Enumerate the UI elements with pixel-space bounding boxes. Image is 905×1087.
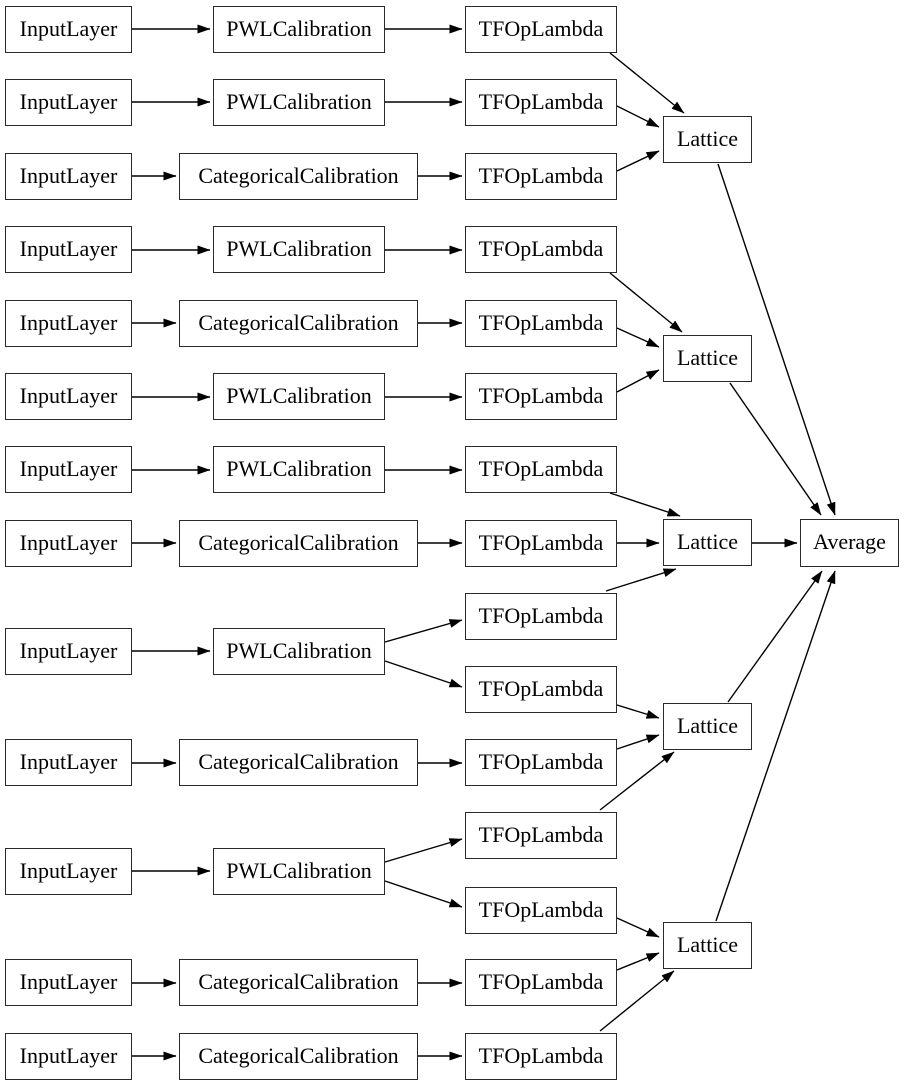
node-lattice-4: Lattice [663,703,752,750]
edge-pwl-7-to-tfop-12 [384,838,463,863]
node-tfop-8: TFOpLambda [465,520,617,567]
edge-tfop-13-to-lattice-5 [616,917,660,938]
edge-pwl-6-to-tfop-10 [384,660,463,688]
node-average: Average [800,519,899,567]
edge-lattice-1-to-average [717,163,836,516]
node-lattice-2: Lattice [663,335,752,382]
node-cat-5: CategoricalCalibration [179,959,418,1006]
node-input-13: InputLayer [5,1033,132,1080]
edge-tfop-12-to-lattice-4 [599,751,675,811]
edge-lattice-2-to-average [729,382,822,516]
node-pwl-2: PWLCalibration [213,79,385,126]
node-tfop-3: TFOpLambda [465,153,617,200]
node-lattice-1: Lattice [663,116,752,163]
node-tfop-15: TFOpLambda [465,1033,617,1080]
node-input-11: InputLayer [5,848,132,895]
edge-tfop-1-to-lattice-1 [609,52,685,114]
edge-tfop-15-to-lattice-5 [599,970,675,1032]
node-tfop-6: TFOpLambda [465,373,617,420]
node-input-12: InputLayer [5,959,132,1006]
node-tfop-2: TFOpLambda [465,79,617,126]
node-cat-4: CategoricalCalibration [179,739,418,786]
edge-tfop-7-to-lattice-3 [609,492,681,517]
node-pwl-7: PWLCalibration [213,848,385,895]
node-pwl-1: PWLCalibration [213,6,385,53]
edge-tfop-11-to-lattice-4 [616,734,660,750]
node-pwl-5: PWLCalibration [213,446,385,493]
edge-tfop-4-to-lattice-2 [609,272,683,333]
node-pwl-4: PWLCalibration [213,373,385,420]
edge-tfop-5-to-lattice-2 [616,327,660,348]
node-input-9: InputLayer [5,628,132,675]
node-lattice-5: Lattice [663,922,752,969]
node-tfop-1: TFOpLambda [465,6,617,53]
node-input-10: InputLayer [5,739,132,786]
edge-tfop-9-to-lattice-3 [605,568,677,592]
node-input-2: InputLayer [5,79,132,126]
node-input-8: InputLayer [5,520,132,567]
node-cat-1: CategoricalCalibration [179,153,418,200]
node-input-3: InputLayer [5,153,132,200]
node-cat-6: CategoricalCalibration [179,1033,418,1080]
node-input-1: InputLayer [5,6,132,53]
node-tfop-7: TFOpLambda [465,446,617,493]
edge-pwl-6-to-tfop-9 [384,619,463,643]
edge-tfop-10-to-lattice-4 [616,704,660,719]
node-lattice-3: Lattice [663,519,752,566]
edge-group [132,24,836,1061]
node-input-4: InputLayer [5,226,132,273]
edge-tfop-6-to-lattice-2 [616,369,660,393]
node-input-6: InputLayer [5,373,132,420]
node-pwl-3: PWLCalibration [213,226,385,273]
node-tfop-11: TFOpLambda [465,739,617,786]
edge-tfop-2-to-lattice-1 [616,105,660,128]
edge-tfop-14-to-lattice-5 [616,952,660,971]
edge-lattice-4-to-average [727,570,823,703]
node-tfop-13: TFOpLambda [465,887,617,934]
node-tfop-9: TFOpLambda [465,593,617,640]
node-tfop-12: TFOpLambda [465,812,617,859]
node-tfop-5: TFOpLambda [465,300,617,347]
node-input-7: InputLayer [5,446,132,493]
node-cat-3: CategoricalCalibration [179,520,418,567]
edge-lattice-5-to-average [715,570,836,922]
node-tfop-10: TFOpLambda [465,666,617,713]
edge-tfop-3-to-lattice-1 [616,150,660,172]
edge-pwl-7-to-tfop-13 [384,880,463,908]
node-cat-2: CategoricalCalibration [179,300,418,347]
node-pwl-6: PWLCalibration [213,628,385,675]
node-tfop-4: TFOpLambda [465,226,617,273]
node-tfop-14: TFOpLambda [465,959,617,1006]
node-input-5: InputLayer [5,300,132,347]
